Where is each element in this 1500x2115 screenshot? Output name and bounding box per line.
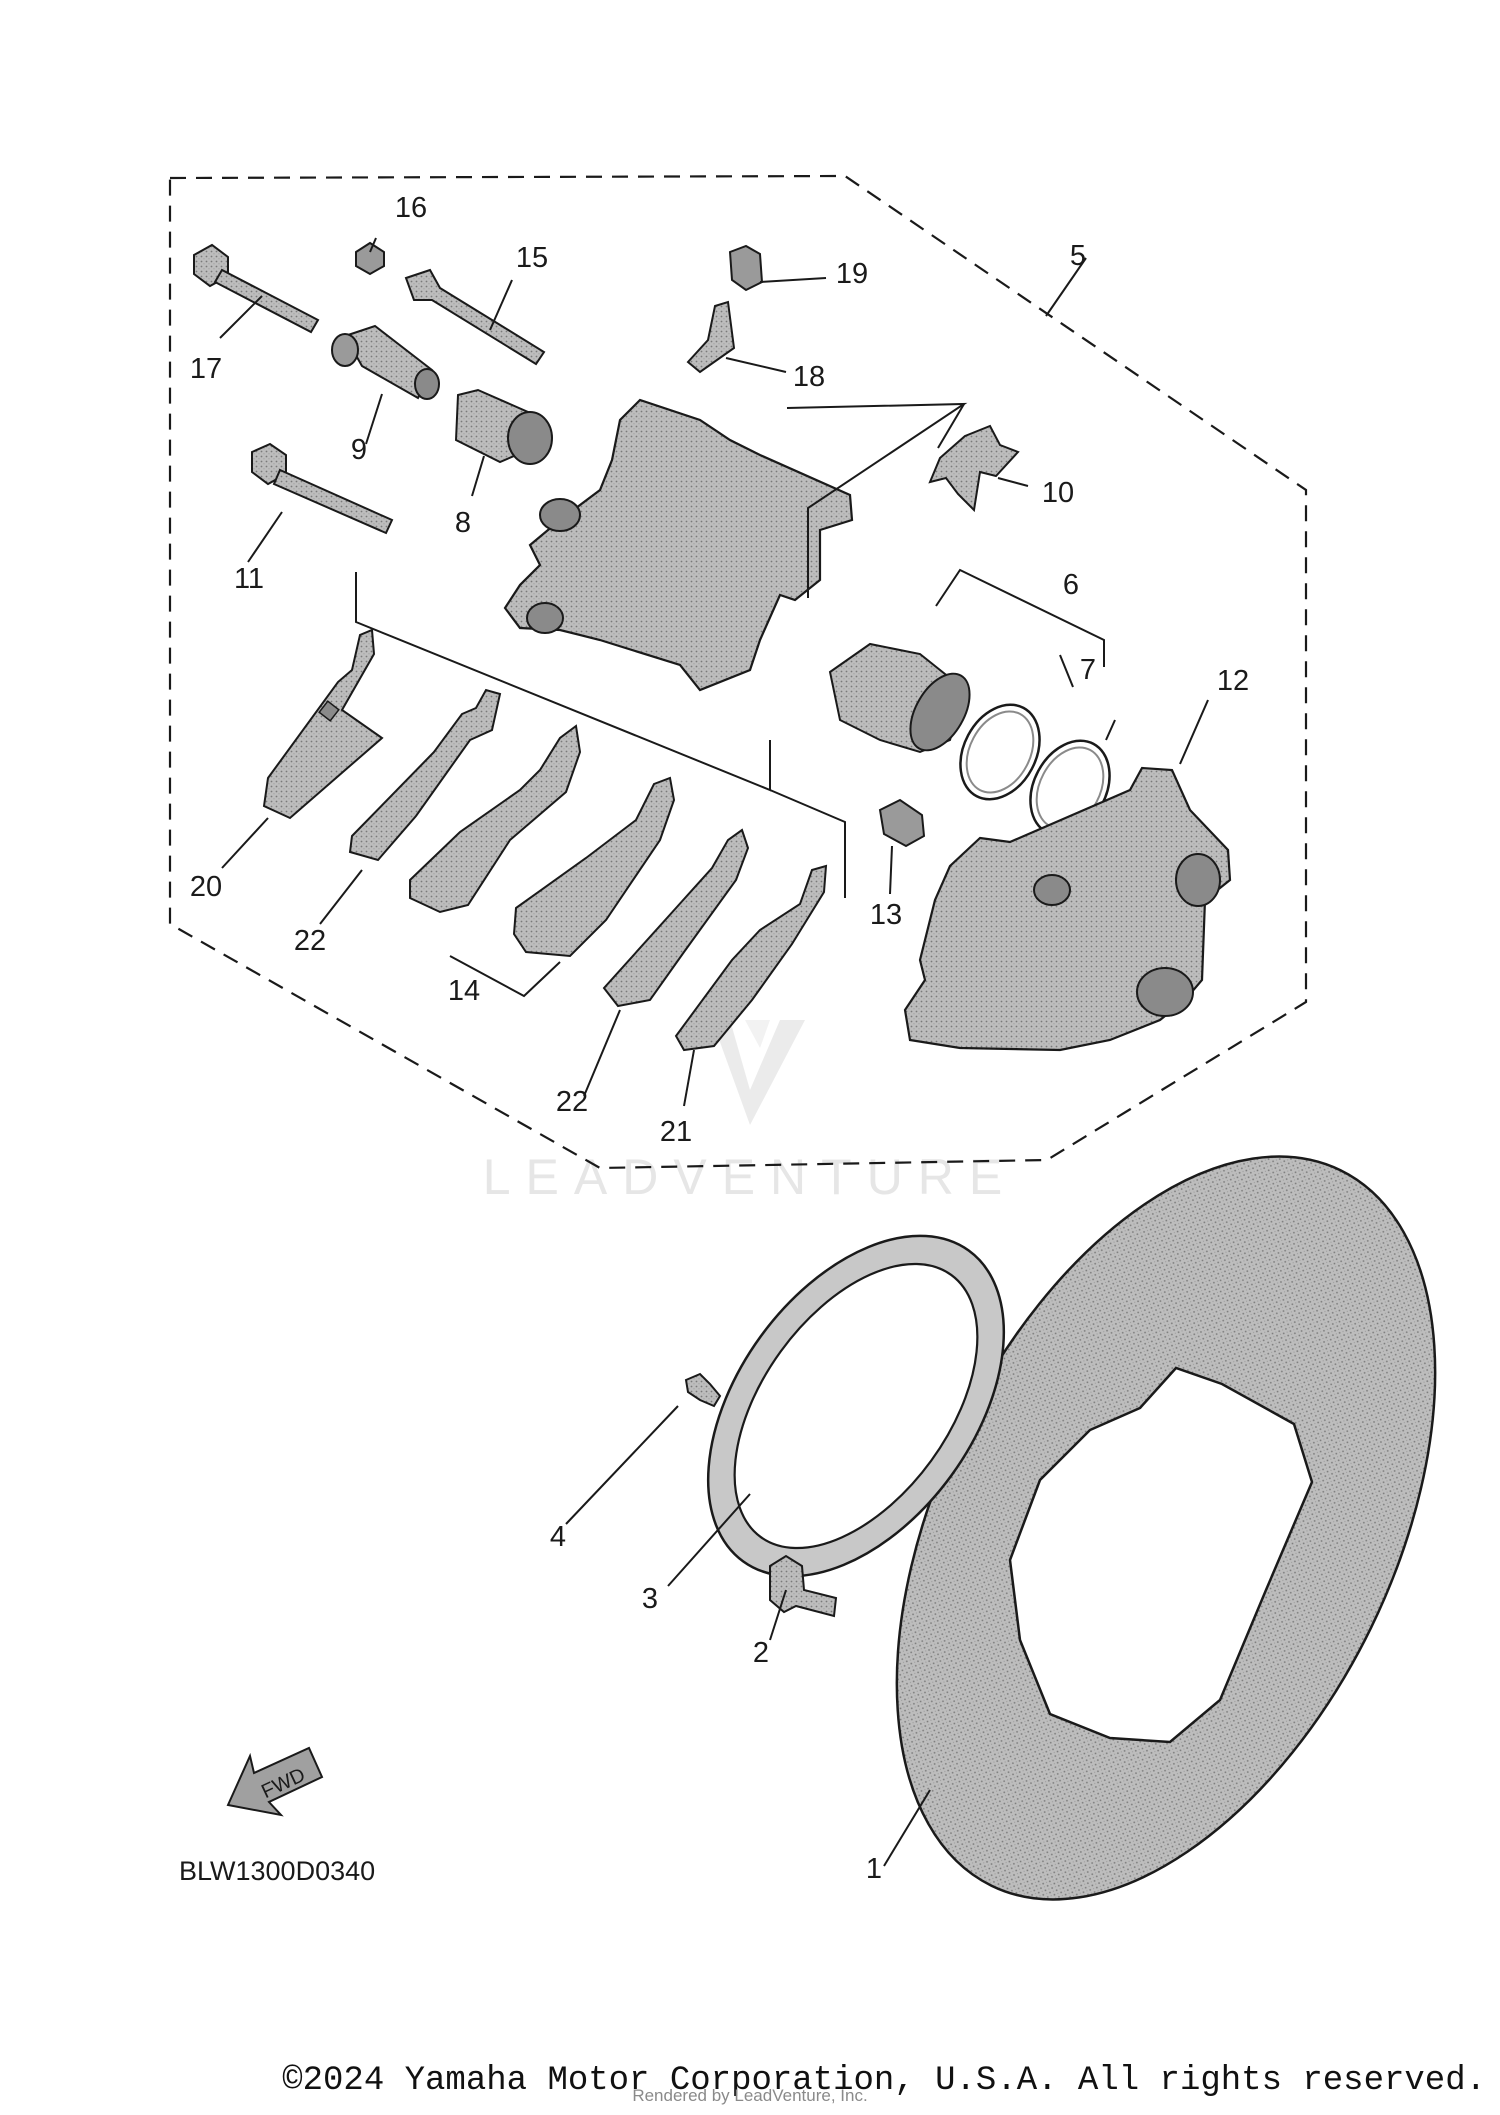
bushing-13 [878,798,926,848]
bracket-12 [903,766,1232,1052]
callout-21: 21 [660,1116,692,1148]
brake-pads-14 [409,724,676,958]
callout-13: 13 [870,899,902,931]
callout-18: 18 [793,361,825,393]
shim-20 [262,628,384,820]
caliper-body [503,398,854,692]
watermark-text: LEADVENTURE [483,1149,1018,1205]
callout-16: 16 [395,192,427,224]
callout-5: 5 [1070,240,1086,272]
bolt-17 [193,243,320,334]
callout-22-right: 22 [556,1086,588,1118]
pad-insulator-22-right [602,828,750,1008]
brake-disc-1 [895,1155,1437,1901]
callout-12: 12 [1217,665,1249,697]
caliper-assembly-boundary [168,174,1308,1170]
shim-21 [674,864,828,1052]
callout-9: 9 [351,434,367,466]
abs-rotor-3 [706,1234,1006,1578]
callout-11: 11 [234,563,264,595]
callout-2: 2 [753,1637,769,1669]
callout-15: 15 [516,242,548,274]
bleeder-19 [728,244,764,292]
callout-4: 4 [550,1521,566,1553]
callout-17: 17 [190,353,222,385]
bleeder-screw-18 [686,300,736,374]
pad-insulator-22-left [348,688,502,862]
clip-10 [928,424,1020,513]
callout-3: 3 [642,1583,658,1615]
cap-16 [355,241,385,276]
callout-1: 1 [866,1853,882,1885]
bolt-11 [251,442,394,535]
bolt-4 [684,1372,722,1408]
callout-19: 19 [836,258,868,290]
boot-8 [454,388,553,465]
callout-22-left: 22 [294,925,326,957]
rendered-by: Rendered by LeadVenture, Inc. [632,2086,868,2105]
copyright-notice: ©2024 Yamaha Motor Corporation, U.S.A. A… [282,2062,1486,2100]
callout-20: 20 [190,871,222,903]
callout-6: 6 [1063,569,1079,601]
piston-6 [828,642,971,754]
bolt-2 [769,1554,838,1618]
pin-15 [404,268,546,366]
callout-8: 8 [455,507,471,539]
watermark: LEADVENTURE [483,1020,1018,1205]
leader-lines [219,237,1209,1867]
sleeve-9 [331,324,440,400]
callout-14: 14 [448,975,480,1007]
callouts: 16 15 17 19 18 5 9 8 10 11 6 7 12 20 22 … [190,192,1249,1885]
drawing-code: BLW1300D0340 [179,1856,375,1886]
callout-7: 7 [1080,654,1096,686]
group-lines [355,402,1116,998]
forward-arrow-icon: FWD [226,1746,324,1817]
callout-10: 10 [1042,477,1074,509]
